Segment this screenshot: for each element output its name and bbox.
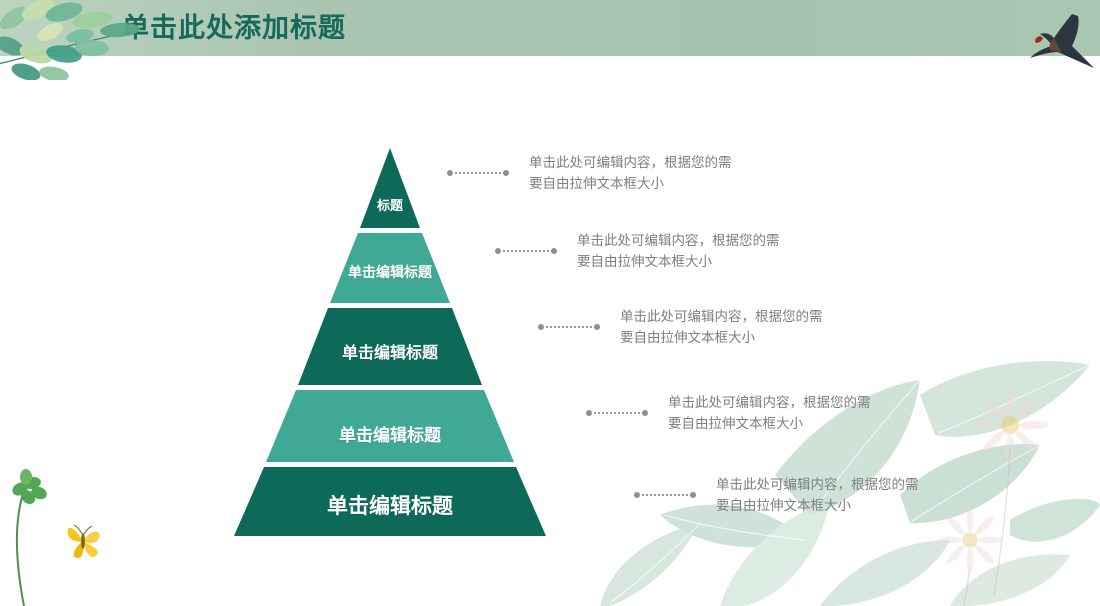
leader-dot-start-icon [634, 492, 640, 498]
callout-1-text[interactable]: 单击此处可编辑内容，根据您的需 要自由拉伸文本框大小 [529, 155, 732, 191]
leader-line-1 [447, 169, 509, 178]
page-title[interactable]: 单击此处添加标题 [122, 13, 346, 43]
pyramid-level-5[interactable] [234, 467, 546, 536]
leader-dot-start-icon [495, 248, 501, 254]
leader-dot-start-icon [586, 410, 592, 416]
callout-2-text[interactable]: 单击此处可编辑内容，根据您的需 要自由拉伸文本框大小 [577, 233, 780, 269]
pyramid-level-3[interactable] [298, 308, 482, 385]
leader-dash-icon [590, 412, 644, 414]
pyramid-level-1[interactable] [360, 148, 420, 228]
leader-line-4 [586, 409, 648, 418]
pyramid-level-1-label: 标题 [376, 198, 404, 213]
callout-3: 单击此处可编辑内容，根据您的需 要自由拉伸文本框大小 [538, 306, 823, 348]
leader-dot-end-icon [690, 492, 696, 498]
leader-line-5 [634, 491, 696, 500]
leader-dash-icon [542, 326, 596, 328]
callout-4-text[interactable]: 单击此处可编辑内容，根据您的需 要自由拉伸文本框大小 [668, 395, 871, 431]
pyramid-level-3-label: 单击编辑标题 [341, 345, 439, 362]
callout-5: 单击此处可编辑内容，根据您的需 要自由拉伸文本框大小 [634, 474, 919, 516]
leader-dash-icon [499, 250, 553, 252]
leader-dot-end-icon [503, 170, 509, 176]
leader-line-3 [538, 323, 600, 332]
pyramid-level-4[interactable] [266, 390, 514, 462]
leader-dot-end-icon [594, 324, 600, 330]
header-band [0, 0, 1100, 56]
leader-line-2 [495, 247, 557, 256]
pyramid-diagram [234, 148, 546, 536]
pyramid-level-4-label: 单击编辑标题 [339, 426, 441, 445]
leader-dot-start-icon [538, 324, 544, 330]
pyramid-level-2-label: 单击编辑标题 [348, 264, 432, 280]
pyramid-level-5-label: 单击编辑标题 [327, 495, 453, 518]
leader-dot-end-icon [642, 410, 648, 416]
callout-2: 单击此处可编辑内容，根据您的需 要自由拉伸文本框大小 [495, 230, 780, 272]
pyramid-level-2[interactable] [330, 233, 450, 303]
leader-dash-icon [638, 494, 692, 496]
callout-5-text[interactable]: 单击此处可编辑内容，根据您的需 要自由拉伸文本框大小 [716, 477, 919, 513]
callout-1: 单击此处可编辑内容，根据您的需 要自由拉伸文本框大小 [447, 152, 732, 194]
butterfly-icon [67, 524, 100, 558]
callout-3-text[interactable]: 单击此处可编辑内容，根据您的需 要自由拉伸文本框大小 [620, 309, 823, 345]
leader-dash-icon [451, 172, 505, 174]
leader-dot-start-icon [447, 170, 453, 176]
clover-plant-icon [12, 469, 47, 606]
callout-4: 单击此处可编辑内容，根据您的需 要自由拉伸文本框大小 [586, 392, 871, 434]
leader-dot-end-icon [551, 248, 557, 254]
